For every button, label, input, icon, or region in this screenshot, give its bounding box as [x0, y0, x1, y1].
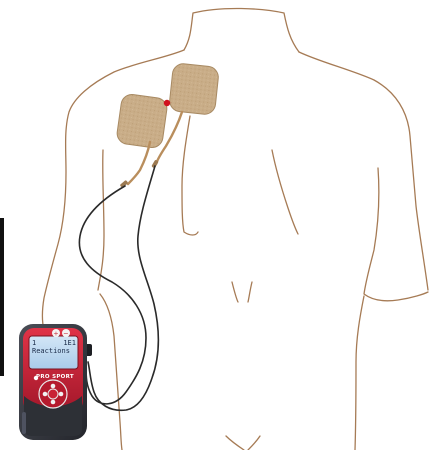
- left-shoulder-outline: [43, 50, 185, 330]
- buttocks-curve: [226, 436, 260, 450]
- left-torso-side: [100, 294, 122, 450]
- svg-text:+: +: [53, 329, 58, 337]
- lcd-channel-value: 1: [32, 339, 36, 347]
- device-cables: [79, 166, 158, 410]
- body-outline: [43, 8, 429, 450]
- neck-outline: [184, 8, 299, 52]
- edge-bar: [0, 218, 4, 376]
- lower-back-mark-left: [232, 282, 238, 302]
- left-scapula: [182, 116, 198, 235]
- right-scapula: [272, 150, 298, 234]
- lcd-program-code: 1E1: [63, 339, 76, 347]
- electrode-left: [116, 93, 169, 149]
- device-brand-label: PRO SPORT: [30, 374, 80, 382]
- lcd-display: 1 1E1 Reactions: [32, 339, 76, 367]
- right-shoulder-outline: [299, 52, 428, 290]
- svg-text:−: −: [63, 329, 68, 337]
- left-inner-arm: [98, 150, 104, 290]
- right-inner-arm: [364, 168, 428, 301]
- lower-back-mark-right: [248, 282, 252, 302]
- lcd-program-name: Reactions: [32, 347, 70, 355]
- right-torso-side: [355, 296, 364, 450]
- electrode-right: [169, 63, 220, 116]
- target-point-dot: [164, 100, 170, 106]
